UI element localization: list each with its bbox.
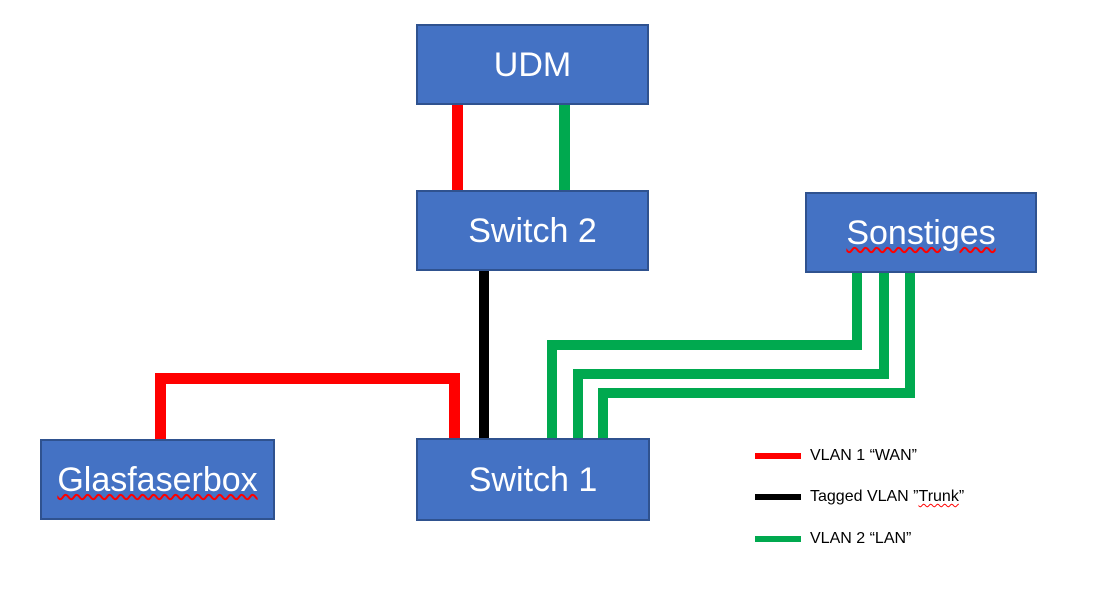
legend-swatch-wan-icon	[755, 453, 801, 459]
legend-swatch-trunk-icon	[755, 494, 801, 500]
legend-label-wan: VLAN 1 “WAN”	[810, 447, 917, 464]
connection-glasfaserbox-to-switch1-wan-segment	[449, 373, 460, 440]
connection-switch2-to-switch1-trunk-segment	[479, 271, 489, 439]
connection-glasfaserbox-to-switch1-wan-segment	[155, 373, 166, 440]
connection-switch1-to-sonstiges-lan-3-segment	[598, 388, 911, 398]
connection-switch1-to-sonstiges-lan-2-segment	[573, 369, 583, 440]
connection-switch1-to-sonstiges-lan-2-segment	[879, 272, 889, 379]
legend-row-trunk: Tagged VLAN ”Trunk”	[755, 489, 964, 505]
connection-switch1-to-sonstiges-lan-1-segment	[852, 272, 862, 350]
legend-label-trunk-misspelled-word: Trunk	[918, 488, 959, 505]
node-switch1[interactable]: Switch 1	[416, 438, 650, 521]
connection-udm-to-switch2-wan-segment	[452, 105, 463, 191]
connection-switch1-to-sonstiges-lan-1-segment	[547, 340, 557, 440]
node-switch2[interactable]: Switch 2	[416, 190, 649, 271]
connection-switch1-to-sonstiges-lan-1-segment	[547, 340, 857, 350]
legend-label-lan: VLAN 2 “LAN”	[810, 530, 912, 547]
legend-label-trunk: Tagged VLAN ”Trunk”	[810, 488, 965, 505]
node-label-switch1: Switch 1	[468, 460, 598, 499]
node-label-glasfaserbox: Glasfaserbox	[57, 460, 258, 499]
node-label-udm: UDM	[493, 45, 572, 84]
node-glasfaserbox[interactable]: Glasfaserbox	[40, 439, 275, 520]
connection-switch1-to-sonstiges-lan-3-segment	[905, 272, 915, 398]
node-udm[interactable]: UDM	[416, 24, 649, 105]
node-sonstiges[interactable]: Sonstiges	[805, 192, 1037, 273]
connection-udm-to-switch2-lan-segment	[559, 105, 570, 191]
connection-switch1-to-sonstiges-lan-2-segment	[573, 369, 884, 379]
connection-glasfaserbox-to-switch1-wan-segment	[155, 373, 460, 384]
legend-swatch-lan-icon	[755, 536, 801, 542]
node-label-switch2: Switch 2	[468, 211, 597, 250]
node-label-sonstiges: Sonstiges	[846, 213, 996, 252]
legend-row-lan: VLAN 2 “LAN”	[755, 531, 911, 547]
legend-row-wan: VLAN 1 “WAN”	[755, 448, 917, 464]
connection-switch1-to-sonstiges-lan-3-segment	[598, 388, 608, 440]
